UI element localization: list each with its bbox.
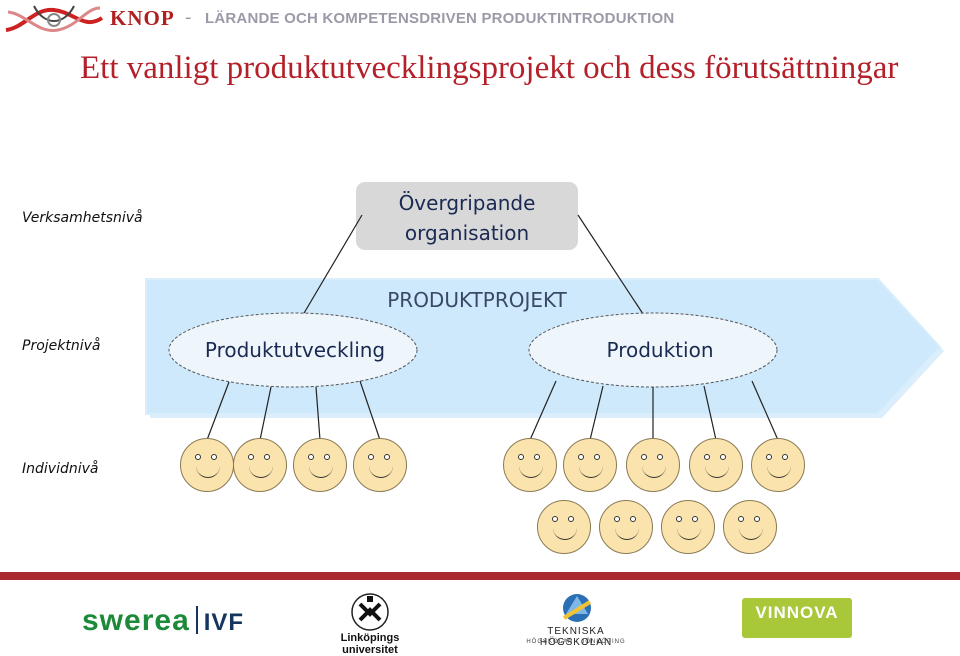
level-label-individual: Individnivå xyxy=(22,461,99,477)
header-dash: - xyxy=(185,7,192,28)
liu-crest-icon xyxy=(351,593,389,631)
smiley-face-icon xyxy=(599,500,653,554)
smiley-face-icon xyxy=(661,500,715,554)
ivf-wordmark: IVF xyxy=(203,609,245,636)
vinnova-logo: VINNOVA xyxy=(742,598,852,638)
swerea-ivf-logo: swerea IVF xyxy=(82,604,244,638)
smiley-face-icon xyxy=(626,438,680,492)
brand-name: KNOP xyxy=(110,6,175,30)
smiley-face-icon xyxy=(689,438,743,492)
smiley-face-icon xyxy=(537,500,591,554)
level-label-project: Projektnivå xyxy=(22,338,101,354)
hierarchy-diagram xyxy=(145,182,944,441)
smiley-face-icon xyxy=(293,438,347,492)
left-node-label: Produktutveckling xyxy=(204,338,386,362)
jth-subwordmark: HÖGSKOLAN I JÖNKÖPING xyxy=(526,639,626,645)
vinnova-wordmark: VINNOVA xyxy=(755,603,839,622)
smiley-face-icon xyxy=(563,438,617,492)
jth-emblem-icon xyxy=(562,594,592,622)
knot-logo-icon xyxy=(4,0,104,40)
smiley-face-icon xyxy=(180,438,234,492)
level-label-organization: Verksamhetsnivå xyxy=(22,210,143,226)
arrow-label: PRODUKTPROJEKT xyxy=(387,288,567,312)
smiley-face-icon xyxy=(233,438,287,492)
left-node-ellipse xyxy=(168,312,418,388)
swerea-wordmark: swerea xyxy=(82,604,190,637)
top-node-label: Övergripande organisation xyxy=(398,191,536,245)
footer-band xyxy=(0,572,960,580)
top-node-box xyxy=(356,182,578,250)
page-title: Ett vanligt produktutvecklingsprojekt oc… xyxy=(80,50,899,86)
smiley-face-icon xyxy=(353,438,407,492)
liu-wordmark: Linköpings universitet xyxy=(340,632,400,656)
smiley-face-icon xyxy=(723,500,777,554)
right-node-label: Produktion xyxy=(606,338,714,362)
smiley-face-icon xyxy=(503,438,557,492)
smiley-face-icon xyxy=(751,438,805,492)
header-subtitle: LÄRANDE OCH KOMPETENSDRIVEN PRODUKTINTRO… xyxy=(205,10,675,27)
jth-wordmark: TEKNISKA HÖGSKOLAN xyxy=(539,626,613,648)
